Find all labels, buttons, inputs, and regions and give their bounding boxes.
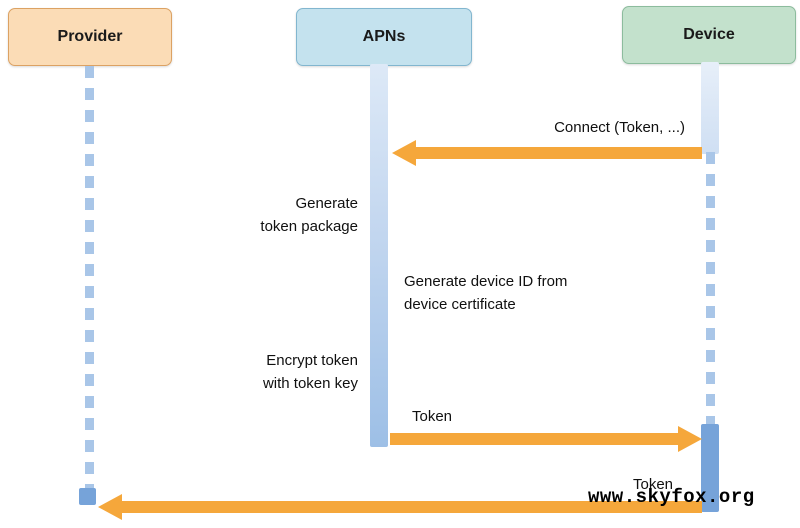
message-label-token-bottom: Token	[633, 476, 674, 493]
arrow-shaft	[416, 147, 702, 159]
arrow-token-to-device	[390, 426, 702, 452]
actor-apns-label: APNs	[362, 28, 406, 45]
actor-provider-label: Provider	[57, 28, 123, 45]
arrowhead-left-icon	[392, 140, 416, 166]
arrow-shaft	[122, 501, 702, 513]
device-activation-bar-top	[701, 62, 719, 154]
arrowhead-right-icon	[678, 426, 702, 452]
message-label-token-mid: Token	[412, 408, 453, 425]
apns-activation-bar	[370, 64, 388, 447]
note-generate-device-id: Generate device ID from device certifica…	[404, 273, 568, 313]
actor-box-apns: APNs	[296, 8, 472, 66]
provider-lifeline	[85, 66, 94, 488]
arrow-connect	[392, 140, 702, 166]
provider-activation-block	[79, 488, 96, 505]
device-lifeline	[706, 152, 715, 424]
arrow-shaft	[390, 433, 678, 445]
message-label-connect: Connect (Token, ...)	[554, 119, 685, 136]
actor-box-device: Device	[622, 6, 796, 64]
actor-device-label: Device	[683, 26, 735, 43]
device-activation-bar-bottom	[701, 424, 719, 512]
arrow-token-to-provider	[98, 494, 702, 520]
arrowhead-left-icon	[98, 494, 122, 520]
note-generate-token-package: Generate token package	[260, 195, 358, 235]
note-encrypt-token: Encrypt token with token key	[262, 352, 358, 392]
watermark-text: www.skyfox.org	[588, 486, 755, 508]
actor-box-provider: Provider	[8, 8, 172, 66]
